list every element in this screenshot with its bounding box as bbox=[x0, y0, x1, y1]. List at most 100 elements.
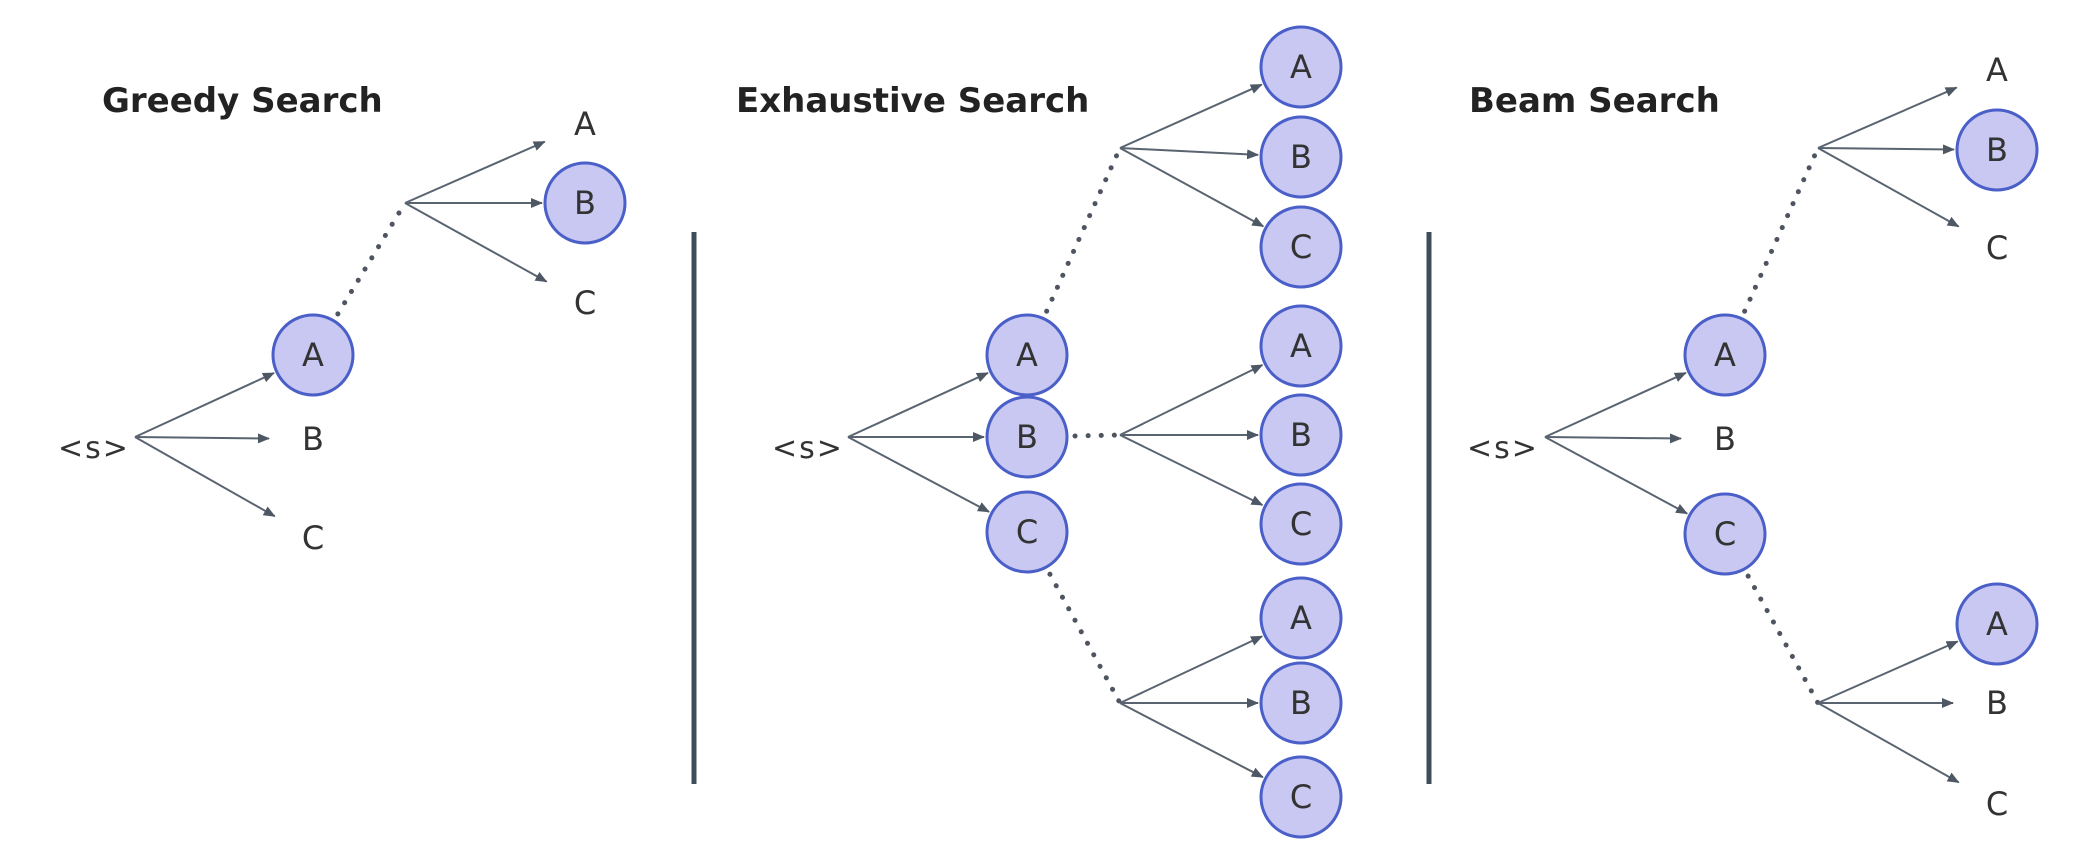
node-l2-a-b: B bbox=[1259, 115, 1343, 199]
node-l1-c: C bbox=[1683, 492, 1767, 576]
edge-a-to-c bbox=[404, 202, 548, 283]
start-token: <s> bbox=[772, 431, 844, 466]
node-l2-c-c: C bbox=[1986, 785, 2008, 823]
edge-start-to-b bbox=[1544, 433, 1683, 444]
node-l2-c-a-label: A bbox=[1290, 599, 1312, 637]
edge-a-to-b bbox=[1119, 147, 1260, 160]
node-l2-a-c: C bbox=[1259, 205, 1343, 289]
panel-greedy-search: Greedy Search <s> A B C A B C bbox=[58, 81, 627, 557]
node-l2-a-b-label: B bbox=[574, 184, 596, 222]
node-l2-c-c: C bbox=[1259, 755, 1343, 839]
node-l1-c: C bbox=[302, 519, 324, 557]
node-l1-b-label: B bbox=[1714, 420, 1736, 458]
edge-a-to-c bbox=[1119, 147, 1265, 228]
node-l1-c-label: C bbox=[1714, 515, 1736, 553]
node-l2-c-a: A bbox=[1259, 576, 1343, 660]
edge-a-to-c bbox=[1817, 147, 1960, 228]
node-l2-c-b: B bbox=[1986, 684, 2008, 722]
node-l2-a-b-circle bbox=[1955, 108, 2039, 192]
node-l1-b-circle bbox=[985, 395, 1069, 479]
node-l2-c-a-label: A bbox=[1986, 605, 2008, 643]
edge-b-to-c bbox=[1119, 434, 1264, 506]
node-l1-c-circle bbox=[985, 490, 1069, 574]
node-l1-b: B bbox=[1714, 420, 1736, 458]
node-l2-c-b: B bbox=[1259, 661, 1343, 745]
dotted-connector-c bbox=[1745, 573, 1821, 706]
node-l1-c-label: C bbox=[302, 519, 324, 557]
node-l1-a-label: A bbox=[1714, 336, 1736, 374]
node-l2-a-a: A bbox=[1259, 25, 1343, 109]
edge-a-to-a bbox=[1817, 86, 1958, 149]
edge-start-to-c bbox=[847, 436, 990, 513]
node-l2-b-c: C bbox=[1259, 482, 1343, 566]
node-l2-b-a: A bbox=[1259, 304, 1343, 388]
node-l2-c-a-circle bbox=[1259, 576, 1343, 660]
edge-c-to-a bbox=[1817, 640, 1959, 704]
node-l1-a-circle bbox=[271, 313, 355, 397]
node-l2-b-a-label: A bbox=[1290, 327, 1312, 365]
edge-c-to-c bbox=[1119, 702, 1264, 779]
edge-a-to-b bbox=[1817, 144, 1956, 155]
edge-start-to-a bbox=[1544, 371, 1687, 438]
node-l2-b-b: B bbox=[1259, 393, 1343, 477]
node-l2-a-c-circle bbox=[1259, 205, 1343, 289]
node-l1-b-label: B bbox=[1016, 418, 1038, 456]
node-l1-c: C bbox=[985, 490, 1069, 574]
edge-c-to-c bbox=[1817, 702, 1960, 784]
edge-a-to-a bbox=[404, 140, 546, 204]
edge-b-to-a bbox=[1119, 364, 1264, 436]
dotted-connector-a bbox=[1044, 145, 1123, 314]
node-l2-a-c: C bbox=[574, 284, 596, 322]
node-l2-a-a-label: A bbox=[1986, 51, 2008, 89]
node-l1-c-label: C bbox=[1016, 513, 1038, 551]
node-l2-a-a-label: A bbox=[574, 105, 596, 143]
node-l2-b-c-label: C bbox=[1290, 505, 1312, 543]
node-l2-c-b-label: B bbox=[1290, 684, 1312, 722]
node-l1-a: A bbox=[271, 313, 355, 397]
node-l2-b-a-circle bbox=[1259, 304, 1343, 388]
edge-start-to-c bbox=[1544, 436, 1689, 515]
start-token: <s> bbox=[58, 431, 130, 466]
node-l2-a-a: A bbox=[574, 105, 596, 143]
node-l1-a-label: A bbox=[302, 336, 324, 374]
node-l1-b-label: B bbox=[302, 420, 324, 458]
node-l2-a-b: B bbox=[543, 161, 627, 245]
node-l2-a-b-circle bbox=[1259, 115, 1343, 199]
node-l1-b: B bbox=[985, 395, 1069, 479]
node-l2-c-c-label: C bbox=[1986, 785, 2008, 823]
node-l2-a-c-label: C bbox=[1986, 229, 2008, 267]
dotted-connector-a bbox=[335, 200, 408, 317]
dotted-connector-a bbox=[1742, 145, 1821, 314]
panel-title: Exhaustive Search bbox=[736, 81, 1089, 121]
node-l2-c-a-circle bbox=[1955, 582, 2039, 666]
edge-start-to-a bbox=[847, 371, 989, 438]
node-l2-c-c-circle bbox=[1259, 755, 1343, 839]
node-l2-a-b: B bbox=[1955, 108, 2039, 192]
node-l1-a: A bbox=[985, 313, 1069, 397]
node-l1-c-circle bbox=[1683, 492, 1767, 576]
edge-start-to-c bbox=[134, 436, 276, 518]
node-l2-a-a-label: A bbox=[1290, 48, 1312, 86]
node-l2-a-c-label: C bbox=[1290, 228, 1312, 266]
node-l2-c-b-circle bbox=[1259, 661, 1343, 745]
node-l2-a-b-circle bbox=[543, 161, 627, 245]
node-l2-a-a-circle bbox=[1259, 25, 1343, 109]
panel-title: Greedy Search bbox=[102, 81, 383, 121]
edge-start-to-b bbox=[134, 433, 271, 444]
node-l2-b-b-circle bbox=[1259, 393, 1343, 477]
start-token: <s> bbox=[1467, 431, 1539, 466]
node-l1-a-circle bbox=[1683, 313, 1767, 397]
node-l1-a: A bbox=[1683, 313, 1767, 397]
edge-c-to-a bbox=[1119, 635, 1263, 704]
node-l2-a-c: C bbox=[1986, 229, 2008, 267]
node-l1-a-circle bbox=[985, 313, 1069, 397]
node-l2-a-b-label: B bbox=[1290, 138, 1312, 176]
node-l2-b-c-circle bbox=[1259, 482, 1343, 566]
panel-title: Beam Search bbox=[1469, 81, 1720, 121]
node-l2-a-c-label: C bbox=[574, 284, 596, 322]
dotted-connector-b bbox=[1072, 432, 1123, 439]
